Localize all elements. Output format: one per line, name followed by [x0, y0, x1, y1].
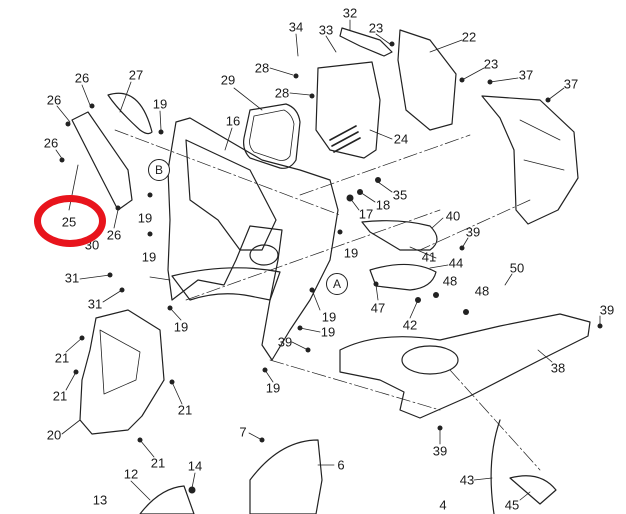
part-38-opening — [401, 345, 459, 375]
part-label-26: 26 — [43, 135, 59, 151]
part-label-19: 19 — [321, 309, 337, 325]
part-label-22: 22 — [461, 29, 477, 45]
part-label-17: 17 — [358, 206, 374, 222]
part-22 — [397, 29, 457, 131]
part-16-inner-frame — [167, 117, 339, 361]
part-20 — [79, 309, 165, 435]
part-label-18: 18 — [375, 197, 391, 213]
part-label-50: 50 — [509, 260, 525, 276]
part-27 — [107, 92, 153, 135]
part-label-21: 21 — [52, 388, 68, 404]
part-label-21: 21 — [150, 455, 166, 471]
part-43-cable — [490, 419, 501, 514]
part-label-19: 19 — [152, 96, 168, 112]
part-label-12: 12 — [123, 466, 139, 482]
part-36 — [481, 95, 579, 225]
part-label-14: 14 — [187, 458, 203, 474]
part-floor-mount — [171, 267, 281, 301]
part-label-39: 39 — [599, 302, 615, 318]
part-label-26: 26 — [46, 92, 62, 108]
part-label-26: 26 — [106, 227, 122, 243]
part-label-35: 35 — [392, 187, 408, 203]
part-label-37: 37 — [518, 67, 534, 83]
part-label-48: 48 — [442, 273, 458, 289]
part-12 — [139, 485, 195, 514]
part-label-20: 20 — [46, 427, 62, 443]
part-label-44: 44 — [448, 255, 464, 271]
part-label-29: 29 — [220, 72, 236, 88]
part-label-19: 19 — [137, 210, 153, 226]
part-label-19: 19 — [343, 245, 359, 261]
callout-B: B — [148, 159, 170, 181]
part-label-23: 23 — [483, 56, 499, 72]
part-label-21: 21 — [177, 402, 193, 418]
part-label-28: 28 — [254, 60, 270, 76]
part-24 — [315, 61, 381, 159]
part-25-bracket — [71, 111, 133, 211]
part-label-40: 40 — [445, 208, 461, 224]
part-label-38: 38 — [550, 360, 566, 376]
part-label-24: 24 — [393, 131, 409, 147]
part-6 — [249, 439, 323, 514]
part-label-19: 19 — [173, 319, 189, 335]
part-29 — [243, 103, 301, 169]
leader-lines — [55, 19, 601, 501]
part-label-43: 43 — [459, 472, 475, 488]
part-16-detail — [185, 139, 277, 251]
part-label-32: 32 — [342, 5, 358, 21]
part-label-31: 31 — [64, 270, 80, 286]
callout-A: A — [326, 273, 348, 295]
part-label-47: 47 — [370, 300, 386, 316]
part-label-41: 41 — [421, 249, 437, 265]
fasteners — [59, 41, 603, 494]
part-label-16: 16 — [225, 113, 241, 129]
part-label-33: 33 — [318, 22, 334, 38]
part-label-39: 39 — [465, 224, 481, 240]
part-44 — [369, 263, 437, 291]
part-label-21: 21 — [54, 350, 70, 366]
part-label-34: 34 — [288, 19, 304, 35]
highlight-circle-part-25 — [34, 195, 106, 247]
part-label-28: 28 — [274, 85, 290, 101]
part-45 — [509, 475, 557, 505]
assembly-lines — [114, 129, 541, 471]
part-label-42: 42 — [402, 317, 418, 333]
part-label-31: 31 — [87, 296, 103, 312]
part-label-4: 4 — [439, 497, 447, 513]
part-label-6: 6 — [337, 457, 345, 473]
part-label-26: 26 — [74, 70, 90, 86]
part-label-13: 13 — [92, 492, 108, 508]
part-40 — [361, 220, 438, 251]
part-32 — [339, 27, 393, 57]
part-label-7: 7 — [239, 424, 247, 440]
part-16-lock — [249, 244, 279, 266]
part-label-27: 27 — [128, 67, 144, 83]
part-label-45: 45 — [504, 497, 520, 513]
part-label-19: 19 — [265, 380, 281, 396]
part-label-39: 39 — [432, 443, 448, 459]
part-label-23: 23 — [368, 20, 384, 36]
part-label-39: 39 — [277, 334, 293, 350]
part-label-19: 19 — [141, 249, 157, 265]
part-label-37: 37 — [563, 76, 579, 92]
part-label-48: 48 — [474, 283, 490, 299]
part-label-19: 19 — [320, 324, 336, 340]
part-38 — [339, 313, 591, 419]
